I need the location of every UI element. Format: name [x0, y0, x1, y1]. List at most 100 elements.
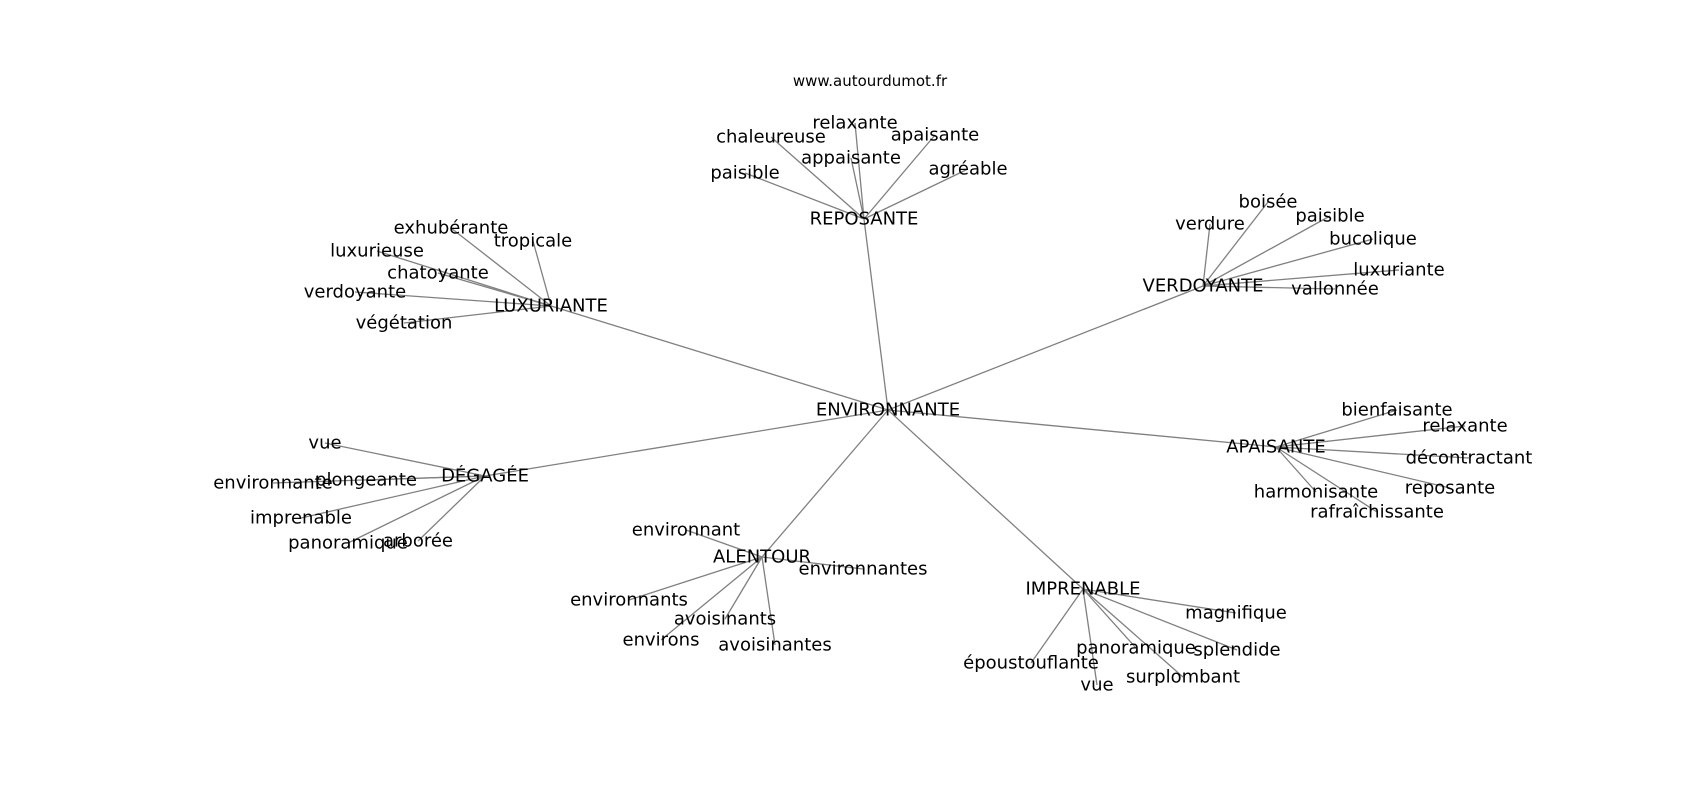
edge-apaisante-leaf-2 [1275, 446, 1470, 459]
edge-luxuriante-leaf-4 [354, 291, 552, 307]
leaf-node-imprenable-3: époustouflante [963, 653, 1099, 674]
leaf-node-imprenable-4: surplombant [1126, 667, 1240, 688]
leaf-node-verdoyante-3: bucolique [1329, 229, 1417, 250]
leaf-node-reposante-2: apaisante [891, 125, 979, 146]
edge-reposante-leaf-4 [744, 172, 865, 220]
leaf-node-verdoyante-0: boisée [1239, 192, 1298, 213]
hub-node-alentour: ALENTOUR [713, 547, 811, 568]
edge-center-reposante [863, 218, 889, 411]
leaf-node-alentour-3: avoisinants [674, 609, 776, 630]
leaf-node-degagee-3: imprenable [250, 508, 352, 529]
edge-apaisante-leaf-5 [1275, 446, 1378, 513]
edge-apaisante-leaf-4 [1275, 446, 1317, 493]
leaf-node-apaisante-3: reposante [1405, 478, 1495, 499]
leaf-node-verdoyante-1: verdure [1175, 214, 1245, 235]
leaf-node-luxuriante-5: végétation [356, 313, 453, 334]
edge-alentour-leaf-1 [761, 556, 864, 570]
edge-degagee-leaf-3 [300, 475, 486, 519]
leaf-node-degagee-4: panoramique [288, 533, 408, 554]
leaf-node-reposante-0: relaxante [812, 113, 897, 134]
edge-verdoyante-leaf-1 [1202, 223, 1211, 287]
hub-node-apaisante: APAISANTE [1226, 437, 1326, 458]
hub-node-degagee: DÉGAGÉE [441, 465, 529, 487]
edge-luxuriante-leaf-0 [450, 227, 552, 307]
leaf-node-alentour-1: environnantes [799, 559, 928, 580]
leaf-node-luxuriante-3: chatoyante [387, 263, 489, 284]
edge-reposante-leaf-0 [854, 122, 865, 220]
edge-center-alentour [761, 409, 889, 558]
leaf-node-alentour-5: avoisinantes [718, 635, 831, 656]
edge-alentour-leaf-2 [628, 556, 763, 601]
hub-node-verdoyante: VERDOYANTE [1143, 276, 1264, 297]
edge-alentour-leaf-4 [660, 556, 763, 641]
leaf-node-imprenable-2: splendide [1193, 640, 1280, 661]
edge-apaisante-leaf-0 [1275, 409, 1398, 448]
leaf-node-verdoyante-2: paisible [1295, 206, 1364, 227]
edge-verdoyante-leaf-3 [1202, 238, 1374, 287]
leaf-node-degagee-5: arborée [383, 531, 453, 552]
edge-center-degagee [484, 409, 889, 477]
source-watermark: www.autourdumot.fr [792, 72, 948, 90]
center-node-label: ENVIRONNANTE [816, 400, 960, 421]
leaf-node-apaisante-4: harmonisante [1254, 482, 1378, 503]
edge-degagee-leaf-0 [324, 442, 486, 477]
edge-imprenable-leaf-3 [1030, 588, 1084, 664]
edge-verdoyante-leaf-2 [1202, 215, 1331, 287]
edge-imprenable-leaf-0 [1082, 588, 1237, 614]
edge-apaisante-leaf-3 [1275, 446, 1451, 489]
leaf-node-luxuriante-2: luxurieuse [330, 241, 424, 262]
leaf-node-alentour-4: environs [623, 630, 700, 651]
edge-center-verdoyante [887, 285, 1204, 411]
leaf-node-degagee-0: vue [308, 433, 341, 454]
edge-imprenable-leaf-2 [1082, 588, 1238, 651]
leaf-node-luxuriante-1: tropicale [494, 231, 573, 252]
leaf-node-reposante-4: paisible [710, 163, 779, 184]
edge-verdoyante-leaf-4 [1202, 269, 1400, 287]
hub-node-reposante: REPOSANTE [810, 209, 919, 230]
edge-imprenable-leaf-1 [1082, 588, 1137, 649]
leaf-node-reposante-5: agréable [928, 159, 1007, 180]
leaf-node-alentour-0: environnant [632, 520, 740, 541]
edge-reposante-leaf-3 [850, 157, 865, 220]
leaf-node-apaisante-5: rafraîchissante [1310, 502, 1444, 523]
leaf-node-degagee-2: plongeante [315, 470, 417, 491]
hub-node-imprenable: IMPRENABLE [1025, 579, 1140, 600]
edge-verdoyante-leaf-0 [1202, 201, 1269, 287]
leaf-node-alentour-2: environnants [570, 590, 688, 611]
leaf-node-apaisante-0: bienfaisante [1341, 400, 1452, 421]
edge-reposante-leaf-2 [863, 134, 936, 220]
leaf-node-imprenable-5: vue [1080, 675, 1113, 696]
leaf-node-imprenable-1: panoramique [1076, 638, 1196, 659]
leaf-node-reposante-1: chaleureuse [716, 127, 826, 148]
edge-center-luxuriante [550, 305, 889, 411]
edge-degagee-leaf-5 [417, 475, 486, 542]
hub-node-luxuriante: LUXURIANTE [494, 296, 608, 317]
edge-alentour-leaf-0 [685, 529, 763, 558]
edge-imprenable-leaf-5 [1082, 588, 1098, 686]
edge-reposante-leaf-5 [863, 168, 969, 220]
leaf-node-degagee-1: environnante [213, 473, 333, 494]
edge-reposante-leaf-1 [770, 136, 865, 220]
edge-verdoyante-leaf-5 [1202, 285, 1336, 290]
edge-luxuriante-leaf-2 [376, 250, 552, 307]
edge-luxuriante-leaf-1 [532, 240, 552, 307]
edge-degagee-leaf-2 [365, 475, 486, 481]
edge-alentour-leaf-5 [761, 556, 776, 646]
edge-center-imprenable [887, 409, 1084, 590]
edge-imprenable-leaf-4 [1082, 588, 1184, 678]
leaf-node-apaisante-2: décontractant [1406, 448, 1533, 469]
leaf-node-imprenable-0: magnifique [1185, 603, 1287, 624]
leaf-node-verdoyante-5: vallonnée [1291, 279, 1379, 300]
edge-luxuriante-leaf-3 [437, 272, 552, 307]
edge-degagee-leaf-4 [347, 475, 486, 544]
edge-alentour-leaf-3 [724, 556, 763, 620]
leaf-node-reposante-3: appaisante [801, 148, 901, 169]
leaf-node-apaisante-1: relaxante [1422, 416, 1507, 437]
edge-luxuriante-leaf-5 [403, 305, 552, 324]
leaf-node-verdoyante-4: luxuriante [1353, 260, 1444, 281]
edge-apaisante-leaf-1 [1275, 425, 1466, 448]
edge-center-apaisante [887, 409, 1277, 448]
leaf-node-luxuriante-0: exhubérante [394, 218, 509, 239]
leaf-node-luxuriante-4: verdoyante [304, 282, 406, 303]
